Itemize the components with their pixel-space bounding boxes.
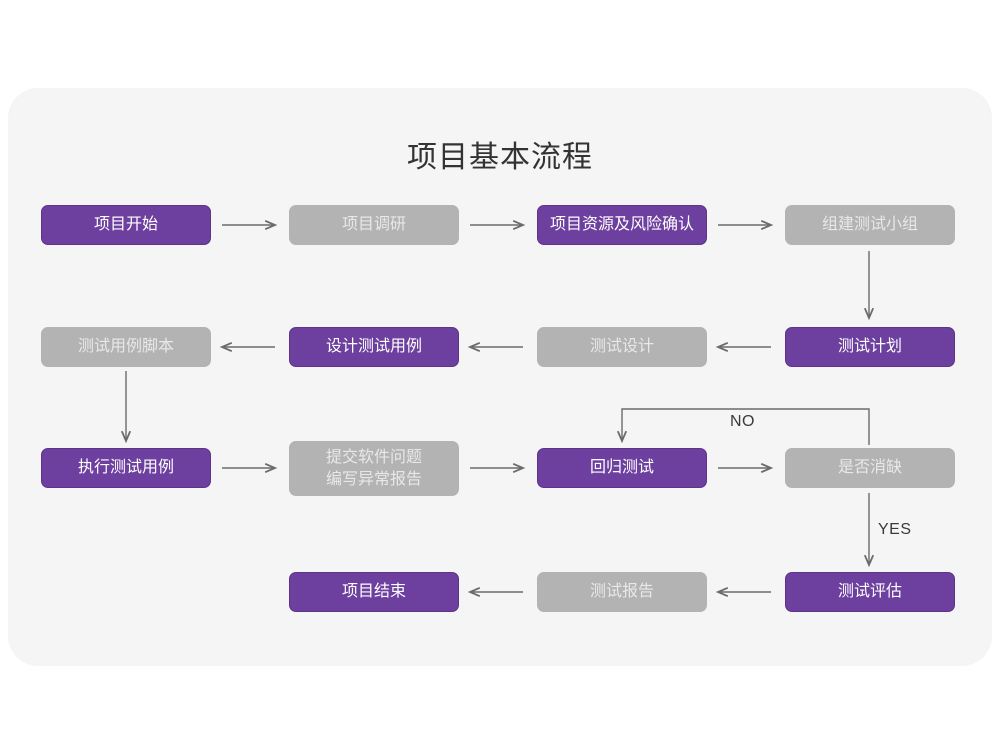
node-project-end[interactable]: 项目结束 xyxy=(289,572,459,612)
diagram-panel xyxy=(8,88,992,666)
node-project-research[interactable]: 项目调研 xyxy=(289,205,459,245)
node-test-report[interactable]: 测试报告 xyxy=(537,572,707,612)
edge-label-no: NO xyxy=(730,413,755,430)
node-test-design[interactable]: 测试设计 xyxy=(537,327,707,367)
node-form-test-team[interactable]: 组建测试小组 xyxy=(785,205,955,245)
node-project-start[interactable]: 项目开始 xyxy=(41,205,211,245)
node-defect-cleared[interactable]: 是否消缺 xyxy=(785,448,955,488)
node-test-evaluation[interactable]: 测试评估 xyxy=(785,572,955,612)
node-resource-risk-confirm[interactable]: 项目资源及风险确认 xyxy=(537,205,707,245)
page-title: 项目基本流程 xyxy=(407,141,593,174)
node-regression-test[interactable]: 回归测试 xyxy=(537,448,707,488)
node-design-test-case[interactable]: 设计测试用例 xyxy=(289,327,459,367)
edge-label-yes: YES xyxy=(878,521,912,538)
node-execute-test-case[interactable]: 执行测试用例 xyxy=(41,448,211,488)
node-submit-issue-report[interactable]: 提交软件问题 编写异常报告 xyxy=(289,441,459,496)
node-test-plan[interactable]: 测试计划 xyxy=(785,327,955,367)
node-test-case-script[interactable]: 测试用例脚本 xyxy=(41,327,211,367)
